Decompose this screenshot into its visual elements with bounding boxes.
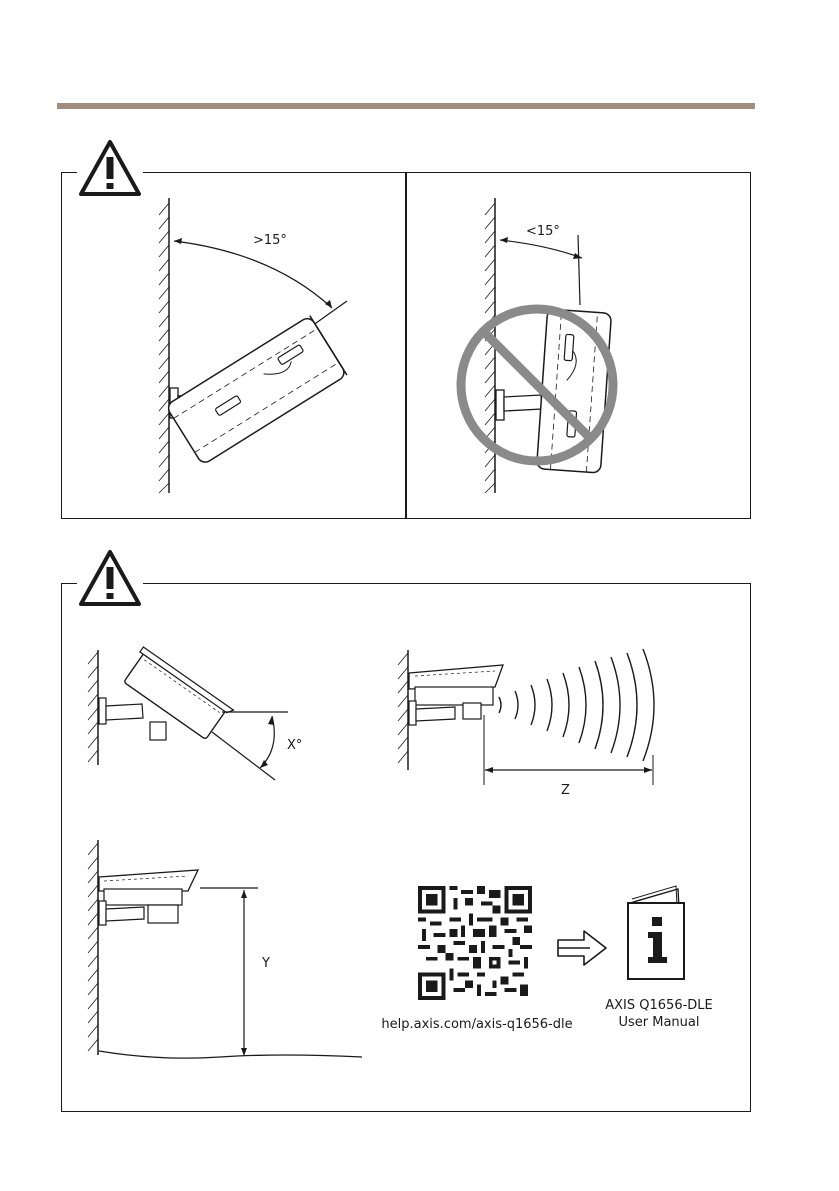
qr-code-icon[interactable]	[418, 886, 532, 1000]
range-label: Z	[561, 784, 570, 797]
incorrect-mount-illustration	[406, 173, 750, 518]
mounting-height-illustration	[80, 835, 370, 1065]
warning-triangle-icon	[77, 548, 143, 610]
tilt-angle-label: X°	[287, 739, 302, 752]
angle-less-label: <15°	[526, 225, 560, 238]
angle-greater-label: >15°	[253, 234, 287, 247]
detection-range-illustration	[395, 645, 665, 790]
manual-subtitle: User Manual	[596, 1014, 722, 1031]
info-booklet-icon	[622, 885, 692, 981]
correct-mount-illustration	[62, 173, 405, 518]
tilt-angle-illustration	[80, 640, 320, 790]
header-rule	[57, 103, 755, 109]
help-url-link[interactable]: help.axis.com/axis-q1656-dle	[380, 1016, 574, 1033]
height-label: Y	[262, 957, 270, 970]
arrow-right-icon	[556, 929, 608, 967]
manual-title: AXIS Q1656-DLE	[596, 997, 722, 1014]
